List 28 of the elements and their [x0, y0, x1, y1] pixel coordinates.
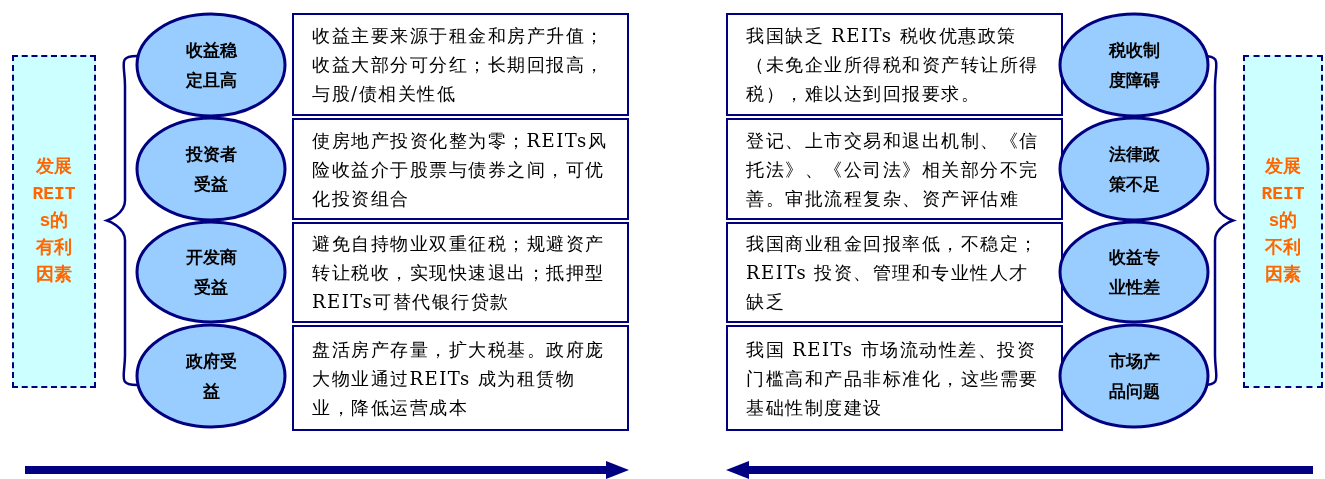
description-text: 我国缺乏 REITs 税收优惠政策（未免企业所得税和资产转让所得税），难以达到回报要求。 [746, 24, 1040, 106]
category-label: 政府受益 [184, 350, 238, 403]
description-text: 盘活房产存量，扩大税基。政府庞大物业通过REITs 成为租赁物业，降低运营成本 [312, 337, 606, 420]
description-text: 避免自持物业双重征税；规避资产转让税收，实现快速退出；抵押型REITs可替代银行贷款 [312, 232, 606, 314]
panel-title: 发展REITs的不利因素 [1261, 156, 1305, 287]
description-text: 我国 REITs 市场流动性差、投资门槛高和产品非标准化，这些需要基础性制度建设 [746, 337, 1040, 420]
category-label: 税收制度障碍 [1107, 39, 1161, 92]
description-box [292, 13, 629, 116]
description-text: 登记、上市交易和退出机制、《信托法》、《公司法》相关部分不完善。审批流程复杂、资产评估难 [746, 128, 1040, 211]
description-box [292, 325, 629, 431]
description-text: 收益主要来源于租金和房产升值；收益大部分可分红；长期回报高，与股/债相关性低 [312, 24, 606, 106]
category-label: 收益稳定且高 [184, 39, 238, 92]
description-box [292, 118, 629, 220]
label-panel [12, 55, 96, 388]
description-box [726, 325, 1063, 431]
category-label: 投资者受益 [184, 143, 238, 196]
category-label: 市场产品问题 [1107, 350, 1161, 403]
description-text: 使房地产投资化整为零；REITs风险收益介于股票与债券之间，可优化投资组合 [312, 128, 609, 211]
label-panel [1243, 55, 1323, 388]
panel-title: 发展REITs的有利因素 [32, 156, 76, 287]
description-box [726, 222, 1063, 323]
category-label: 开发商受益 [184, 246, 238, 299]
category-label: 收益专业性差 [1107, 246, 1161, 299]
description-box [292, 222, 629, 323]
description-box [726, 118, 1063, 220]
description-box [726, 13, 1063, 116]
category-label: 法律政策不足 [1107, 143, 1161, 196]
description-text: 我国商业租金回报率低，不稳定；REITs 投资、管理和专业性人才缺乏 [746, 232, 1040, 314]
